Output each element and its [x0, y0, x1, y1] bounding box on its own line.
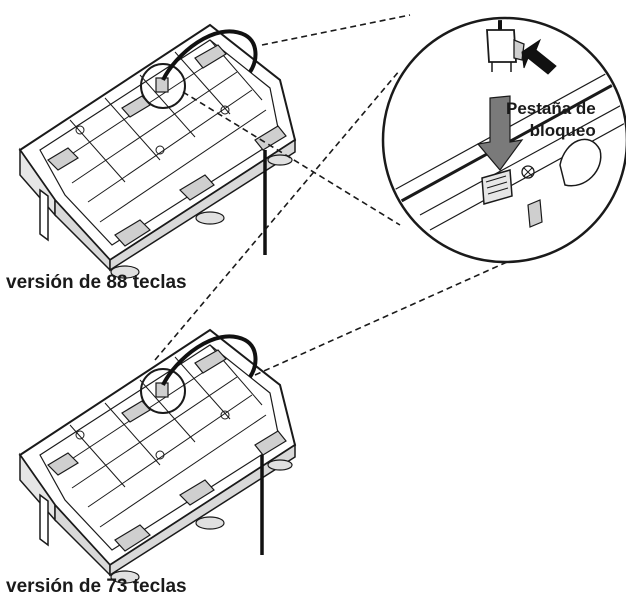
caption-88-keys: versión de 88 teclas: [6, 272, 187, 293]
insert-arrow: [476, 95, 524, 171]
housing-88-keys: [18, 23, 297, 280]
zoom-detail: [381, 16, 626, 264]
caption-73-keys: versión de 73 teclas: [6, 576, 187, 597]
locking-tab-label-line2: bloqueo: [529, 121, 596, 140]
locking-tab-label: Pestaña de bloqueo: [506, 98, 596, 142]
board-socket: [481, 169, 513, 205]
locking-tab-pointer: [521, 38, 557, 75]
zoom-leader-lines: [154, 14, 546, 376]
housing-73-keys: [18, 328, 297, 585]
locking-tab-label-line1: Pestaña de: [506, 99, 596, 118]
connector-plug: [486, 29, 517, 63]
